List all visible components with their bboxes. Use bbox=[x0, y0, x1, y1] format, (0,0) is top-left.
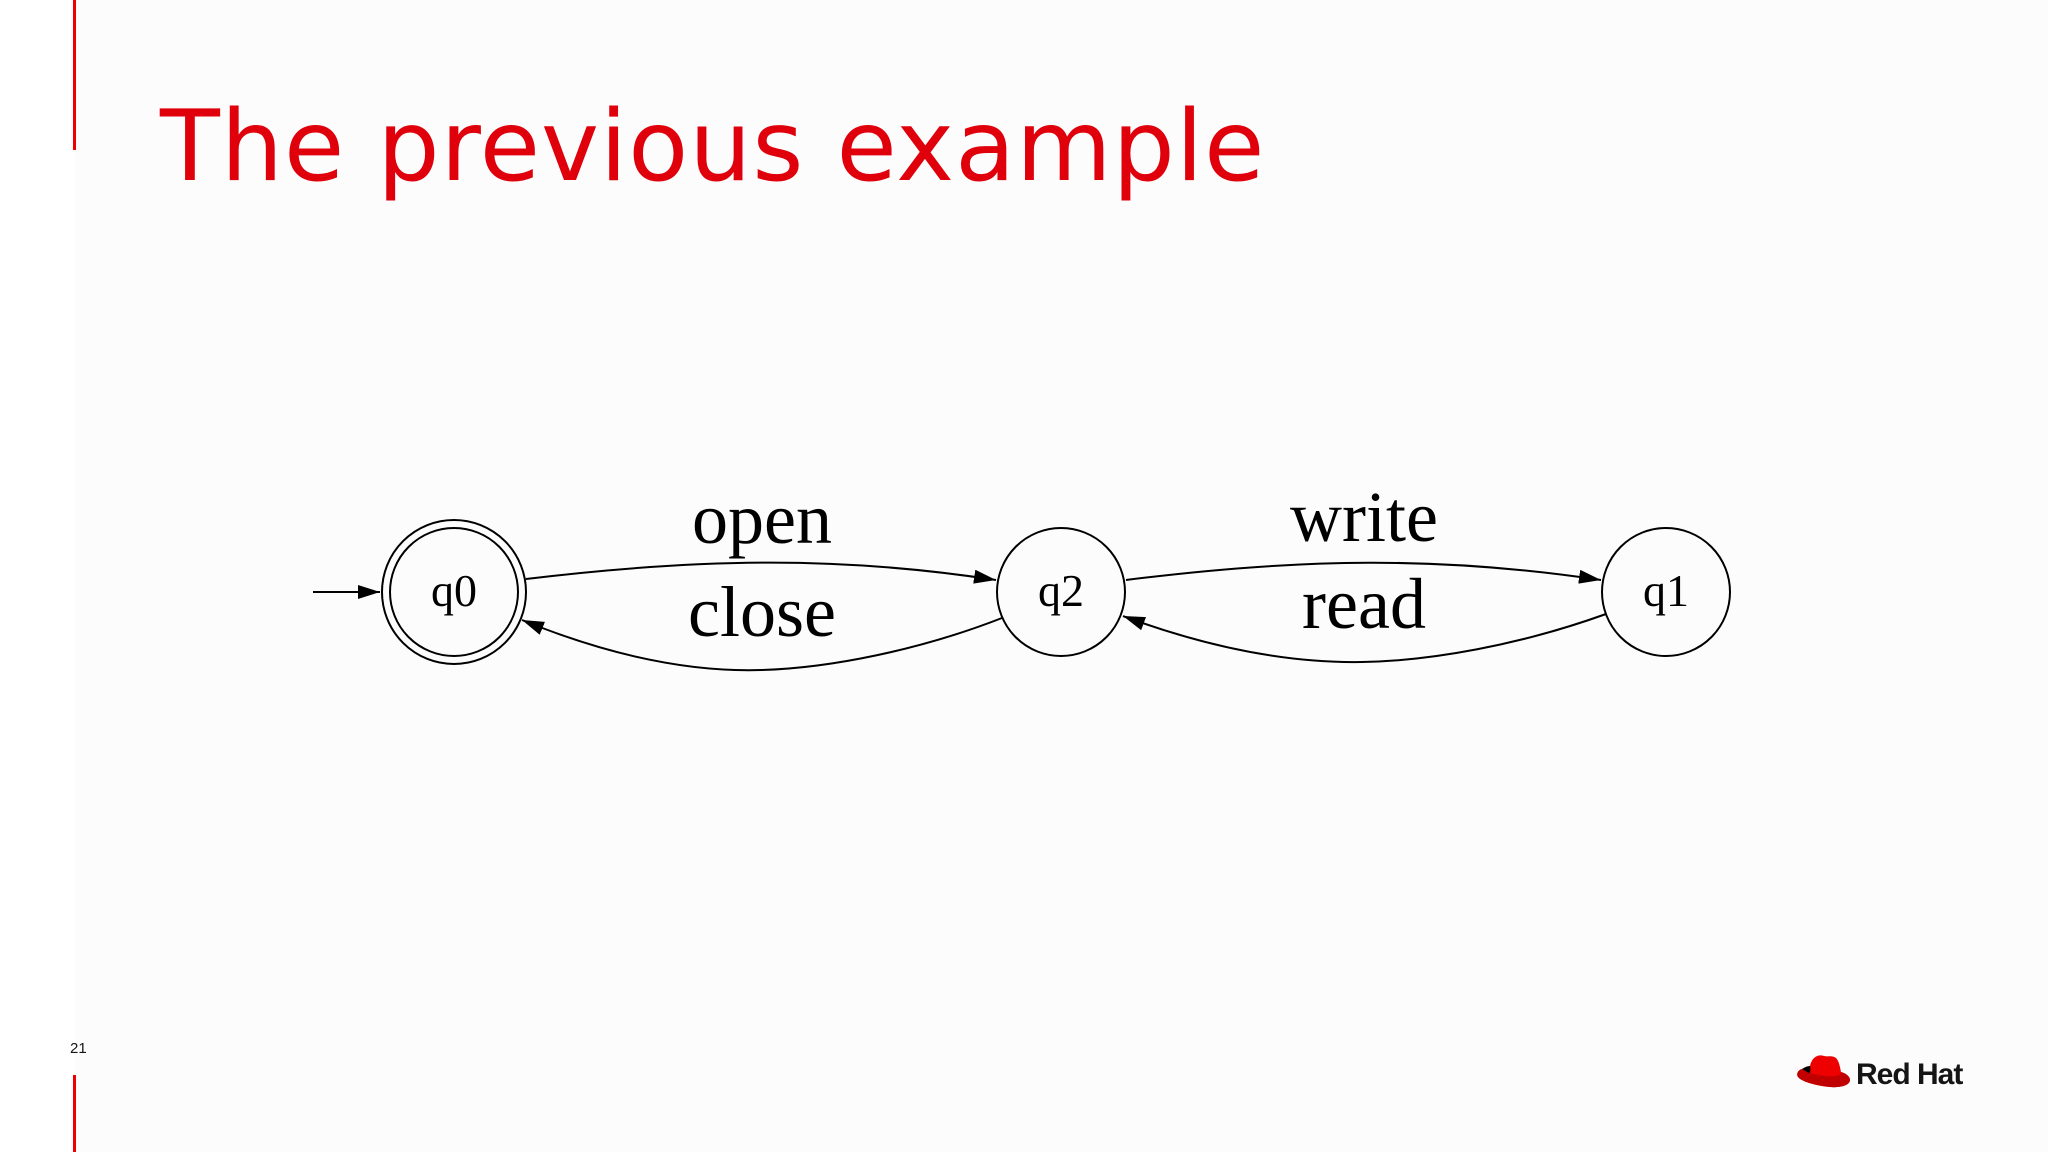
edge-label-read: read bbox=[1302, 564, 1426, 644]
page-number: 21 bbox=[70, 1040, 87, 1057]
edge-q1-q2-read bbox=[1122, 613, 1607, 664]
state-q2: q2 bbox=[996, 527, 1126, 657]
red-hat-logo: Red Hat bbox=[1796, 1052, 1976, 1102]
edge-q2-q0-close bbox=[521, 617, 1003, 672]
accent-line-bottom bbox=[73, 1075, 76, 1152]
state-q0: q0 bbox=[381, 519, 527, 665]
accent-line-top bbox=[73, 0, 76, 150]
edge-label-open: open bbox=[692, 479, 832, 559]
edge-label-close: close bbox=[688, 572, 836, 652]
state-label-q1: q1 bbox=[1643, 565, 1689, 616]
left-margin bbox=[0, 0, 75, 1152]
edge-q2-q1-write bbox=[1125, 561, 1602, 584]
state-label-q0: q0 bbox=[431, 565, 477, 616]
edge-q0-q2-open bbox=[525, 561, 997, 584]
slide-title: The previous example bbox=[160, 90, 1266, 204]
edge-label-write: write bbox=[1290, 477, 1438, 557]
state-label-q2: q2 bbox=[1038, 565, 1084, 616]
red-hat-fedora-icon bbox=[1797, 1055, 1850, 1088]
state-q1: q1 bbox=[1601, 527, 1731, 657]
brand-name: Red Hat bbox=[1856, 1058, 1963, 1091]
